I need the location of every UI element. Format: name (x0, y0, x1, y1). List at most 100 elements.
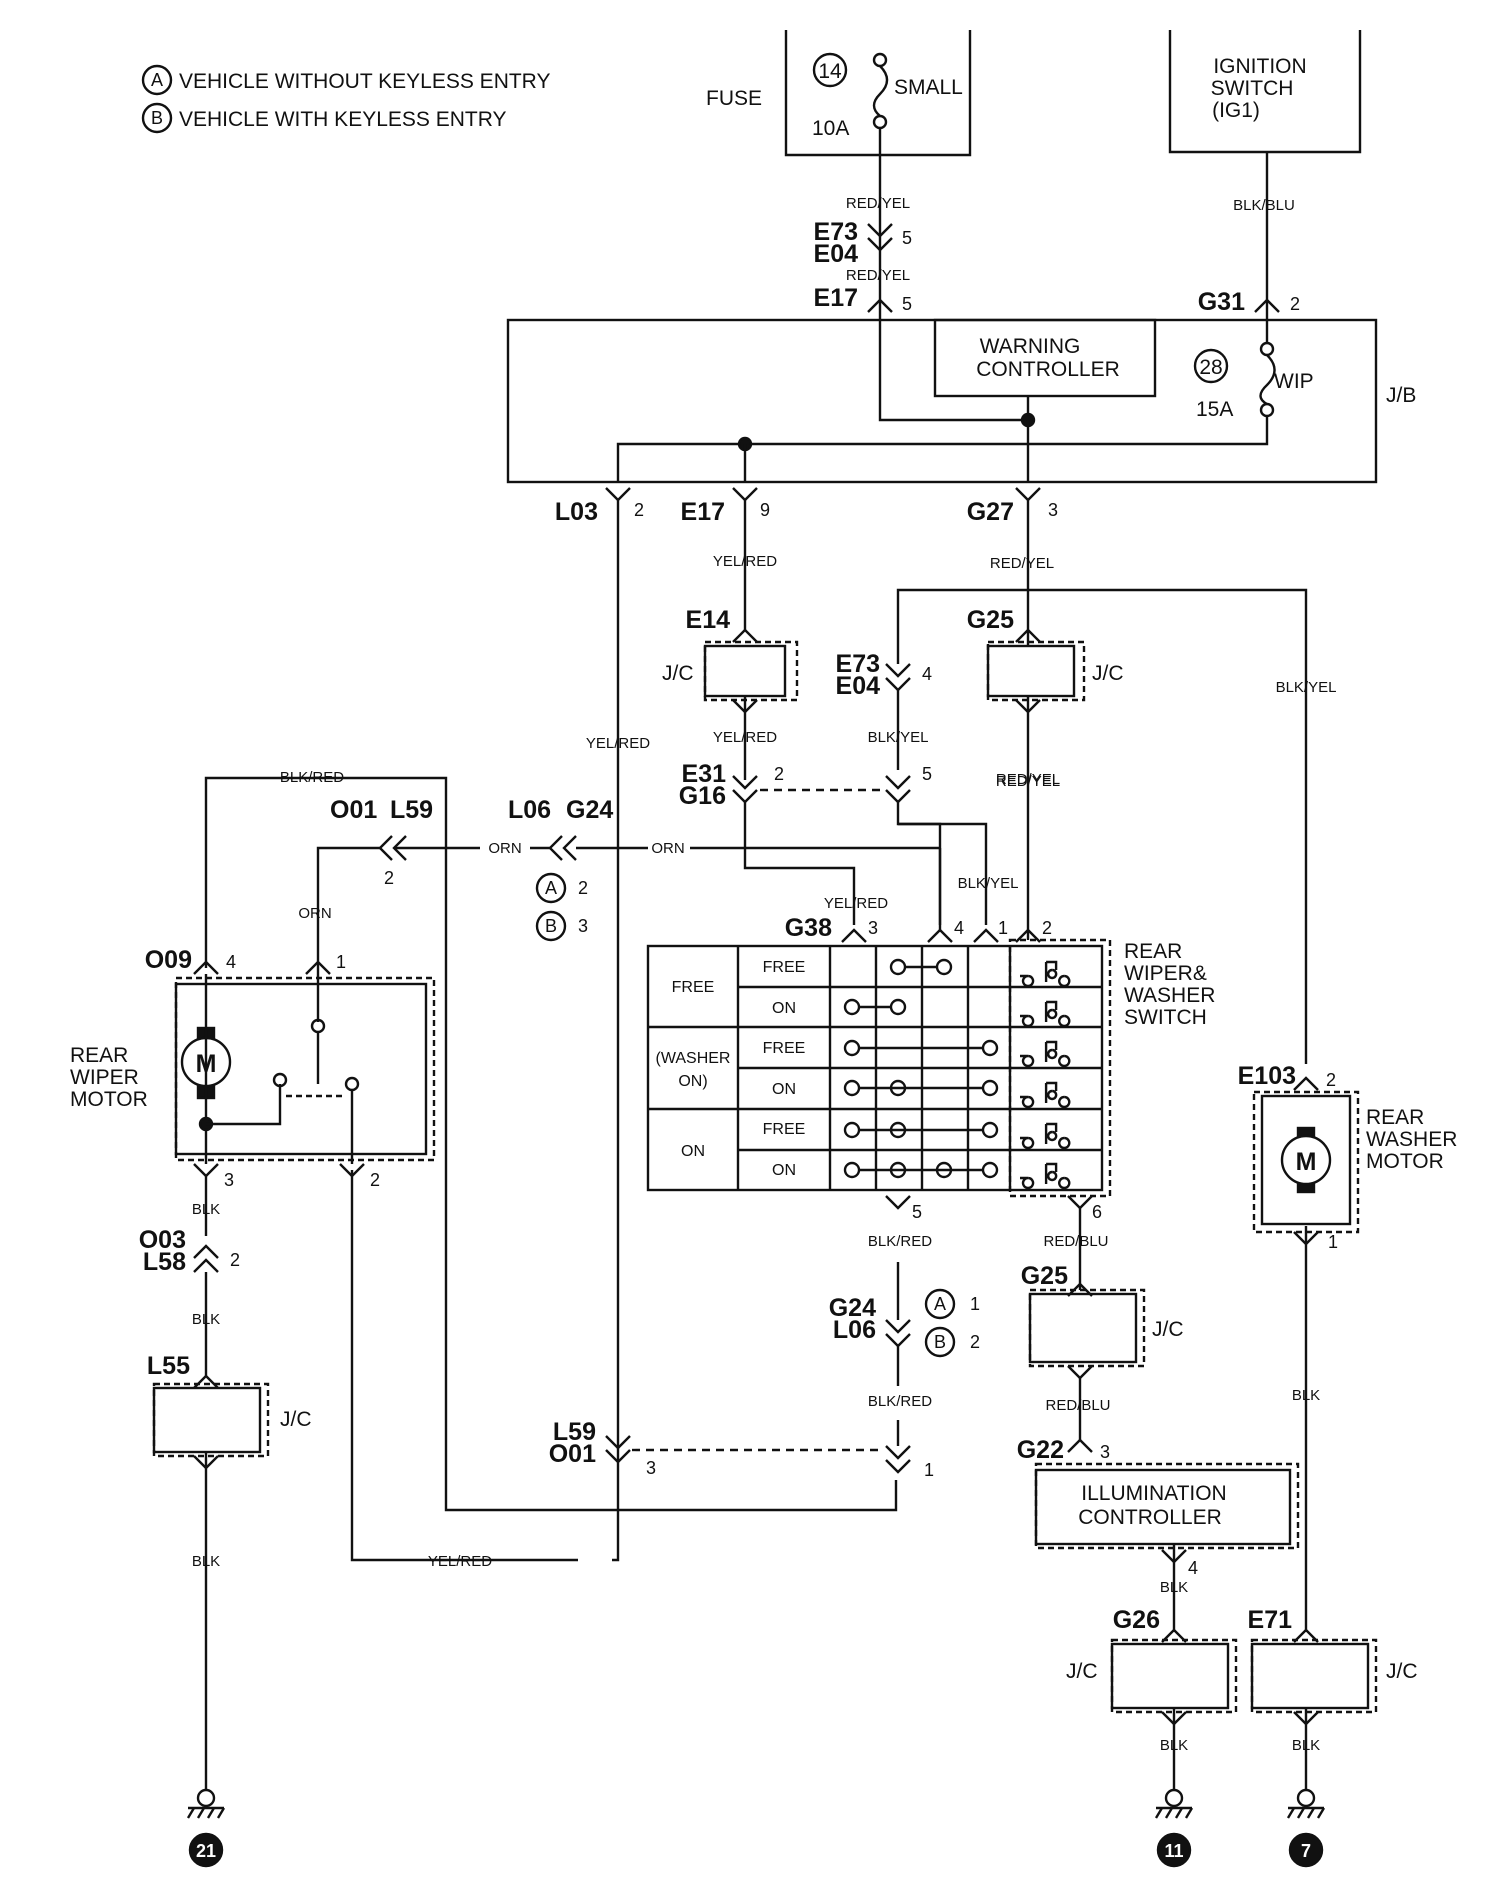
top-connectors: RED/YEL E73 E04 5 RED/YEL E17 5 BLK/BLU … (814, 195, 1301, 316)
jc-g25-bottom: G25 J/C RED/BLU G22 3 (1017, 1262, 1184, 1464)
wire-label: BLK (192, 1311, 220, 1328)
wiper-ground-path: BLK O03 L58 2 BLK L55 J/C BLK (139, 1176, 312, 1790)
connector-g27: G27 (967, 498, 1014, 526)
wire-label: BLK/RED (868, 1393, 932, 1410)
legend-b-circle (141, 102, 173, 134)
switch-outputs: 5 6 BLK/RED G24 L06 A 1 B 2 BLK/RED 1 RE… (829, 1195, 1109, 1480)
connector-e73: E73 (814, 218, 858, 246)
pin-label: 2 (1290, 294, 1300, 314)
ignition-line3: (IG1) (1212, 99, 1260, 122)
connector-e31: E31 (682, 760, 727, 788)
wire-label: RED/BLU (1045, 1397, 1110, 1414)
legend-a-ref: A (545, 878, 557, 898)
wire-label: BLK (192, 1201, 220, 1218)
switch-title-line2: WIPER& (1124, 962, 1207, 985)
jb-fuse-name: WIP (1274, 370, 1314, 393)
pin-label: 4 (954, 918, 964, 938)
pin-label: 5 (912, 1202, 922, 1222)
connector-l59b: L59 (553, 1418, 596, 1446)
wire-label: BLK/RED (280, 769, 344, 786)
connector-e31-g16: E31 G16 2 5 RED/YEL YEL/RED BLK/YEL (679, 760, 1060, 932)
row-washer-line2: ON) (678, 1073, 707, 1090)
pin-label: 1 (970, 1294, 980, 1314)
ground-7-badge (1288, 1832, 1324, 1868)
ground-11-badge (1156, 1832, 1192, 1868)
connector-e17: E17 (814, 284, 858, 312)
junction-block: J/B WARNING CONTROLLER 28 WIP 15A (506, 310, 1416, 484)
legend-a-ref: A (934, 1294, 946, 1314)
warning-controller-line1: WARNING (980, 335, 1081, 358)
wire-label: RED/YEL (990, 555, 1054, 572)
wire-label: BLK/YEL (1276, 679, 1337, 696)
pin-label: 1 (998, 918, 1008, 938)
jc-label: J/C (1386, 1660, 1418, 1683)
jc-g26: G26 J/C BLK (1066, 1606, 1238, 1790)
pin-label: 2 (1042, 918, 1052, 938)
connector-o03: O03 (139, 1226, 186, 1254)
connector-e73-e04-b: E73 E04 4 BLK/YEL (836, 650, 932, 770)
g38-pins: G38 3 4 1 2 (785, 914, 1052, 943)
pin-label: 4 (226, 952, 236, 972)
ground-7: 7 (1286, 1788, 1326, 1868)
wire-label: BLK (1160, 1737, 1188, 1754)
connector-g24b: G24 (829, 1294, 876, 1322)
wire-label: BLK (192, 1553, 220, 1570)
row-free: FREE (672, 979, 715, 996)
wire-label: ORN (488, 840, 521, 857)
jb-fuse-number: 28 (1199, 356, 1222, 379)
ignition-line1: IGNITION (1213, 55, 1306, 78)
legend-b-text: VEHICLE WITH KEYLESS ENTRY (179, 108, 507, 131)
row-washer-line1: (WASHER (656, 1050, 731, 1067)
row-on: ON (681, 1143, 705, 1160)
fuse-name: SMALL (894, 76, 963, 99)
ground-11: 11 (1154, 1788, 1194, 1868)
pin-label: 2 (230, 1250, 240, 1270)
jb-bottom-connectors: L03 2 E17 9 G27 3 (555, 487, 1058, 526)
pin-label: 2 (578, 878, 588, 898)
pin-label: 2 (370, 1170, 380, 1190)
pin-label: 3 (868, 918, 878, 938)
fuse-label: FUSE (706, 87, 762, 110)
wire-label: YEL/RED (428, 1553, 492, 1570)
pin-label: 3 (578, 916, 588, 936)
connector-o01b: O01 (549, 1440, 596, 1468)
wire-label: RED/BLU (1043, 1233, 1108, 1250)
wiper-motor-line1: REAR (70, 1044, 128, 1067)
ignition-switch: IGNITION SWITCH (IG1) (1168, 30, 1362, 310)
washer-motor-symbol: M (1296, 1148, 1317, 1176)
washer-contact-symbols (1020, 960, 1071, 1190)
sub-free: FREE (763, 1121, 806, 1138)
connector-g24: G24 (566, 796, 613, 824)
fuse-box: FUSE 14 SMALL 10A (706, 30, 972, 310)
connector-e14: E14 (686, 606, 731, 634)
connector-e04b: E04 (836, 672, 881, 700)
legend: A VEHICLE WITHOUT KEYLESS ENTRY B VEHICL… (141, 64, 550, 134)
connector-l03: L03 (555, 498, 598, 526)
pin-label: 4 (922, 664, 932, 684)
pin-label: 2 (1326, 1070, 1336, 1090)
wire-label: YEL/RED (586, 735, 650, 752)
sub-on: ON (772, 1162, 796, 1179)
pin-label: 9 (760, 500, 770, 520)
ground-11-number: 11 (1164, 1841, 1183, 1861)
jc-e14: E14 J/C YEL/RED (662, 606, 799, 780)
pin-label: 6 (1092, 1202, 1102, 1222)
wire-label: BLK/BLU (1233, 197, 1295, 214)
jc-label: J/C (1152, 1318, 1184, 1341)
illumination-controller: ILLUMINATION CONTROLLER 4 BLK (1034, 1462, 1300, 1632)
pin-label: 2 (774, 764, 784, 784)
connector-l58: L58 (143, 1248, 186, 1276)
ignition-line2: SWITCH (1211, 77, 1294, 100)
legend-a-letter: A (151, 70, 163, 90)
connector-l06: L06 (508, 796, 551, 824)
pin-label: 3 (224, 1170, 234, 1190)
rear-washer-motor: E103 2 M REAR WASHER MOTOR 1 BLK (1238, 1062, 1457, 1632)
switch-title-line4: SWITCH (1124, 1006, 1207, 1029)
wire-label: BLK/YEL (868, 729, 929, 746)
pin-label: 5 (902, 228, 912, 248)
connector-e73b: E73 (836, 650, 880, 678)
switch-table: FREE (WASHER ON) ON FREE ON FREE ON FREE… (646, 938, 1215, 1198)
pin-label: 3 (646, 1458, 656, 1478)
pin-label: 1 (1328, 1232, 1338, 1252)
switch-title-line1: REAR (1124, 940, 1182, 963)
